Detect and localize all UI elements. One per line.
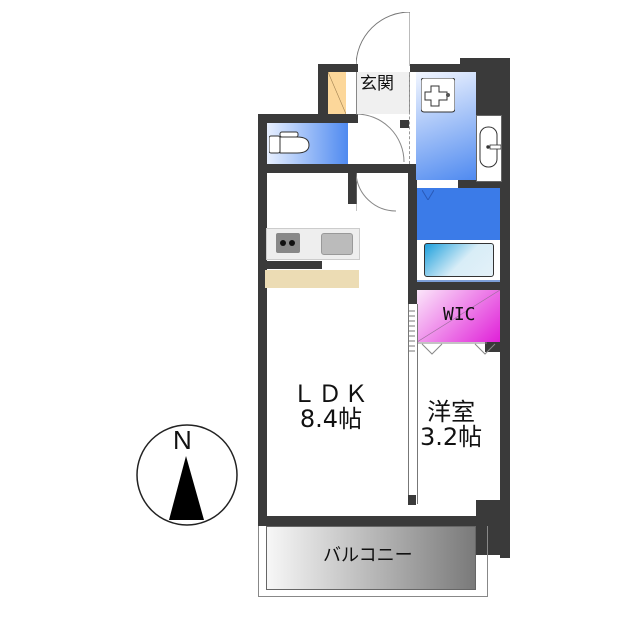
- wic-door-icon: [417, 342, 496, 355]
- wall: [258, 164, 408, 173]
- ldk-size: 8.4帖: [299, 405, 363, 434]
- balcony: バルコニー: [266, 526, 476, 590]
- shoe-box: [328, 72, 346, 114]
- ldk-label: ＬＤＫ 8.4帖: [292, 380, 370, 434]
- entrance-label: 玄関: [360, 74, 394, 94]
- western-room-label: 洋室 3.2帖: [420, 398, 483, 452]
- wall: [400, 120, 409, 128]
- sliding-door[interactable]: [408, 304, 418, 504]
- sliding-door-stop: [408, 495, 416, 505]
- balcony-outline: [258, 526, 488, 597]
- wall: [476, 500, 510, 555]
- vanity-counter: [476, 115, 502, 182]
- bathtub-icon: [424, 243, 494, 277]
- sliding-door-rail: [409, 310, 415, 355]
- wall: [408, 164, 417, 304]
- wall: [264, 261, 322, 269]
- compass: N: [135, 423, 239, 527]
- dining-counter: [265, 270, 359, 288]
- western-room-name: 洋室: [427, 398, 476, 426]
- north-arrow-icon: [136, 424, 238, 526]
- walk-in-closet: WIC: [417, 290, 500, 342]
- wall: [258, 516, 488, 526]
- washroom: [416, 72, 476, 180]
- balcony-label: バルコニー: [323, 545, 413, 566]
- wall: [348, 164, 357, 204]
- entrance-area: [356, 72, 410, 114]
- kitchen-sink-icon: [321, 233, 353, 255]
- washing-machine-icon: [421, 78, 455, 113]
- sink-icon: [479, 126, 501, 168]
- toilet-room: [267, 123, 348, 164]
- stove-icon: [276, 233, 300, 253]
- ldk-door-swing-icon: [356, 173, 397, 212]
- wall: [458, 178, 510, 188]
- wall: [417, 280, 507, 290]
- western-room-size: 3.2帖: [420, 423, 483, 452]
- wall: [318, 64, 358, 72]
- kitchen-counter: [266, 228, 360, 260]
- bathtub: [417, 240, 500, 282]
- washroom-door-line: [409, 72, 413, 164]
- toilet-icon: [269, 131, 310, 154]
- wall: [485, 340, 510, 352]
- compass-north-label: N: [173, 425, 192, 455]
- hall-door-swing-icon: [356, 114, 405, 163]
- entry-door: [355, 11, 411, 67]
- bathroom: [417, 188, 500, 240]
- ldk-name: ＬＤＫ: [292, 380, 370, 408]
- wall: [318, 64, 328, 124]
- wall: [258, 114, 267, 524]
- door-swing-icon: [355, 11, 411, 67]
- wall: [500, 58, 510, 558]
- wic-label: WIC: [443, 304, 476, 325]
- wall: [258, 114, 358, 123]
